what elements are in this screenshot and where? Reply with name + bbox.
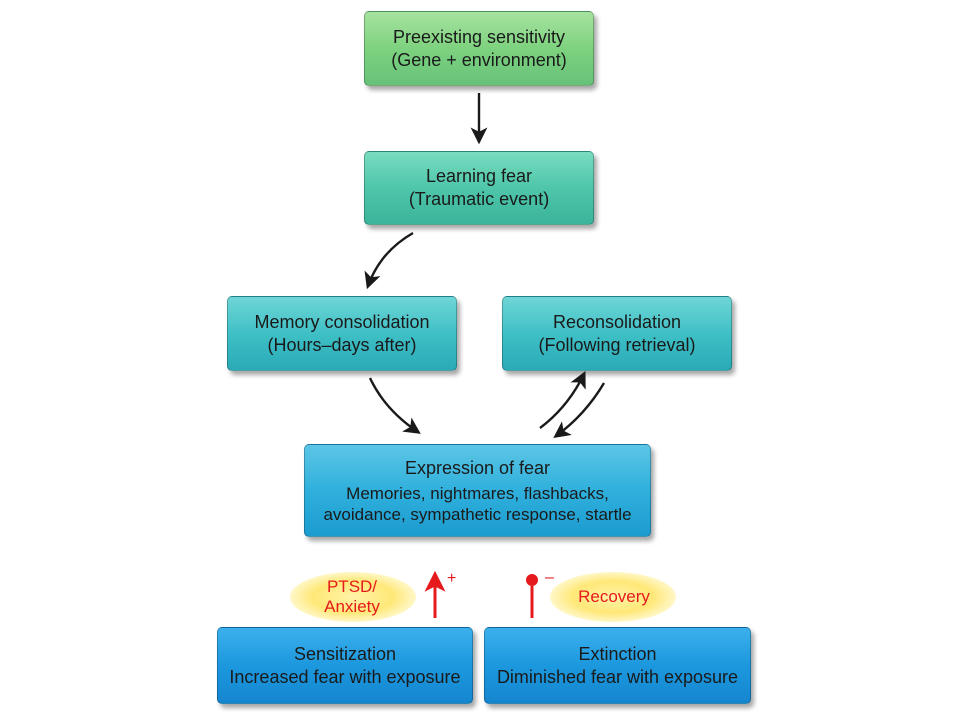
minus-sign: – [545,569,554,586]
extinction-subtitle: Diminished fear with exposure [496,666,739,687]
expression-of-fear-box: Expression of fear Memories, nightmares,… [304,444,651,537]
learning-fear-box: Learning fear (Traumatic event) [364,151,594,225]
recovery-inhibit-dot [526,574,538,586]
consolidation-title: Memory consolidation [254,311,430,332]
extinction-box: Extinction Diminished fear with exposure [484,627,751,704]
expression-line-3: avoidance, sympathetic response, startle [323,504,632,524]
ptsd-label-line-2: Anxiety [324,597,380,616]
expression-line-2: Memories, nightmares, flashbacks, [346,483,609,503]
recovery-label-text: Recovery [578,587,650,606]
recovery-glow [550,572,676,622]
reconsolidation-box: Reconsolidation (Following retrieval) [502,296,732,371]
arrow-consolidation-to-expression [368,377,421,434]
extinction-title: Extinction [578,643,657,664]
reconsolidation-subtitle: (Following retrieval) [538,334,696,355]
recovery-label: Recovery [566,587,662,607]
preexisting-title: Preexisting sensitivity [392,26,566,47]
consolidation-subtitle: (Hours–days after) [267,334,417,355]
arrow-expression-to-reconsolidation [539,370,586,429]
plus-sign: + [447,570,457,587]
reconsolidation-title: Reconsolidation [552,311,682,332]
learning-subtitle: (Traumatic event) [408,189,550,209]
ptsd-glow [290,572,416,622]
preexisting-subtitle: (Gene + environment) [391,49,567,70]
ptsd-anxiety-label: PTSD/ Anxiety [304,577,400,617]
preexisting-sensitivity-box: Preexisting sensitivity (Gene + environm… [364,11,594,86]
sensitization-title: Sensitization [293,643,397,664]
sensitization-subtitle: Increased fear with exposure [229,666,461,687]
arrow-reconsolidation-to-expression [553,382,606,438]
arrow-learning-to-consolidation [364,231,414,290]
memory-consolidation-box: Memory consolidation (Hours–days after) [227,296,457,371]
sensitization-box: Sensitization Increased fear with exposu… [217,627,473,704]
learning-title: Learning fear [425,166,533,186]
ptsd-label-line-1: PTSD/ [326,577,378,596]
expression-title: Expression of fear [404,457,551,478]
